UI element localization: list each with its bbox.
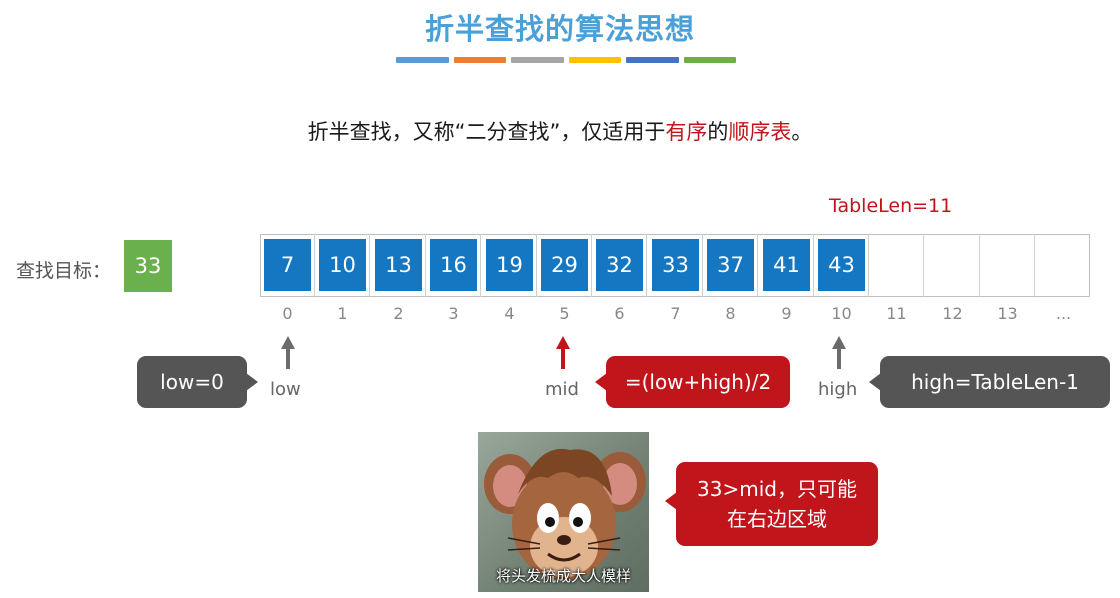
array-index-label: 12: [942, 304, 963, 323]
subtitle-part2: 的: [707, 120, 729, 144]
array-index-label: 10: [831, 304, 852, 323]
array-index-label: 13: [997, 304, 1018, 323]
high-bubble-text: high=TableLen-1: [911, 370, 1079, 394]
low-arrow-shaft: [286, 348, 290, 369]
array-cell: [980, 234, 1035, 297]
target-value: 33: [124, 240, 172, 292]
array-index-label: 9: [781, 304, 792, 323]
low-label: low: [270, 379, 301, 400]
array-cell: 13: [371, 234, 426, 297]
low-bubble: low=0: [137, 356, 258, 408]
array-index-label: 7: [670, 304, 681, 323]
title-underline: [396, 57, 736, 63]
callout-bubble-tail: [665, 492, 677, 510]
subtitle-part1: 折半查找，又称“二分查找”，仅适用于: [307, 120, 666, 144]
array-cell: 41: [759, 234, 814, 297]
array-index-label: 11: [886, 304, 907, 323]
target-label: 查找目标：: [16, 260, 112, 282]
page-title: 折半查找的算法思想: [424, 12, 695, 46]
array-index-label: 1: [337, 304, 348, 323]
low-arrow-head: [281, 336, 295, 349]
low-bubble-text: low=0: [160, 370, 224, 394]
array-cell-value: 29: [541, 239, 588, 291]
array-cell: 29: [537, 234, 592, 297]
high-label: high: [818, 379, 858, 400]
array-cell-value: 10: [319, 239, 366, 291]
mid-bubble-text: =(low+high)/2: [624, 370, 772, 394]
high-arrow-head: [832, 336, 846, 349]
table-len-label: TableLen=11: [829, 195, 953, 217]
title-bar-1: [453, 57, 506, 63]
array-index-label: 5: [559, 304, 570, 323]
callout-bubble: 33>mid，只可能 在右边区域: [665, 462, 878, 546]
array-index-label: 0: [282, 304, 293, 323]
mid-bubble-tail: [595, 373, 607, 391]
array-cell: [869, 234, 924, 297]
array-cell-value: 41: [763, 239, 810, 291]
array-cell-value: 33: [652, 239, 699, 291]
array-cell-value: 13: [375, 239, 422, 291]
callout-line2: 在右边区域: [727, 507, 827, 531]
array-cell: 16: [426, 234, 481, 297]
subtitle: 折半查找，又称“二分查找”，仅适用于有序的顺序表。: [0, 116, 1120, 146]
title-bar-3: [568, 57, 621, 63]
subtitle-highlight-ordered: 有序: [665, 120, 708, 144]
subtitle-highlight-seqlist: 顺序表: [728, 120, 792, 144]
array-cell: 32: [592, 234, 647, 297]
title-bar-4: [626, 57, 679, 63]
array-cell-value: 19: [486, 239, 533, 291]
array-cell: 19: [482, 234, 537, 297]
mid-arrow-head: [556, 336, 570, 349]
title-bar-2: [511, 57, 564, 63]
low-bubble-tail: [246, 373, 258, 391]
array-frame: [260, 234, 1090, 297]
high-bubble: high=TableLen-1: [869, 356, 1110, 408]
array-index-label: 2: [393, 304, 404, 323]
array-cell-value: 16: [430, 239, 477, 291]
array-cell: 43: [814, 234, 869, 297]
jerry-mouse-image: 将头发梳成大人模样: [478, 432, 649, 592]
array-index-label: 4: [504, 304, 515, 323]
mid-bubble: =(low+high)/2: [595, 356, 790, 408]
array-cell-value: 37: [707, 239, 754, 291]
mid-arrow-shaft: [561, 348, 565, 369]
array-cell-value: 32: [596, 239, 643, 291]
array-index-label: ...: [1055, 304, 1072, 323]
array-cell-value: 43: [818, 239, 865, 291]
high-arrow-shaft: [837, 348, 841, 369]
photo-caption: 将头发梳成大人模样: [495, 567, 631, 585]
array-index-label: 8: [725, 304, 736, 323]
array-index-label: 3: [448, 304, 459, 323]
array-cell: 33: [648, 234, 703, 297]
array-cell: 7: [260, 234, 315, 297]
mid-label: mid: [545, 379, 579, 400]
array-cell-value: 7: [264, 239, 311, 291]
subtitle-part3: 。: [791, 120, 813, 144]
array-index-label: 6: [614, 304, 625, 323]
callout-line1: 33>mid，只可能: [697, 477, 857, 501]
title-bar-0: [396, 57, 449, 63]
array-cell: [1036, 234, 1091, 297]
array-cell: 37: [703, 234, 758, 297]
title-bar-5: [683, 57, 736, 63]
array-cell: 10: [315, 234, 370, 297]
jerry-mouse-drawing: [478, 432, 649, 592]
high-bubble-tail: [869, 373, 881, 391]
array-cell: [925, 234, 980, 297]
